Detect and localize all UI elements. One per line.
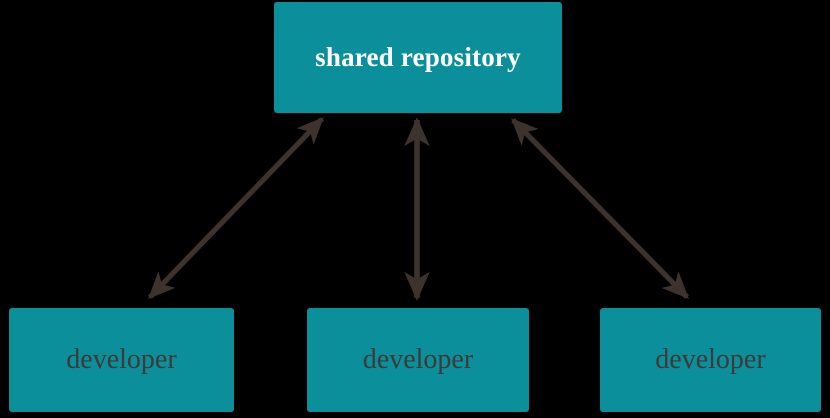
arrow-hub-to-developer-left <box>148 117 324 299</box>
node-shared-repository[interactable]: shared repository <box>274 2 562 113</box>
node-developer-right[interactable]: developer <box>600 308 821 412</box>
arrow-hub-to-developer-right <box>511 118 689 299</box>
node-developer-middle-label: developer <box>362 344 474 375</box>
node-developer-right-label: developer <box>655 344 766 375</box>
node-developer-left-label: developer <box>66 344 177 375</box>
node-shared-repository-label: shared repository <box>315 42 521 72</box>
node-developer-middle[interactable]: developer <box>307 308 529 412</box>
node-developer-left[interactable]: developer <box>9 308 234 412</box>
